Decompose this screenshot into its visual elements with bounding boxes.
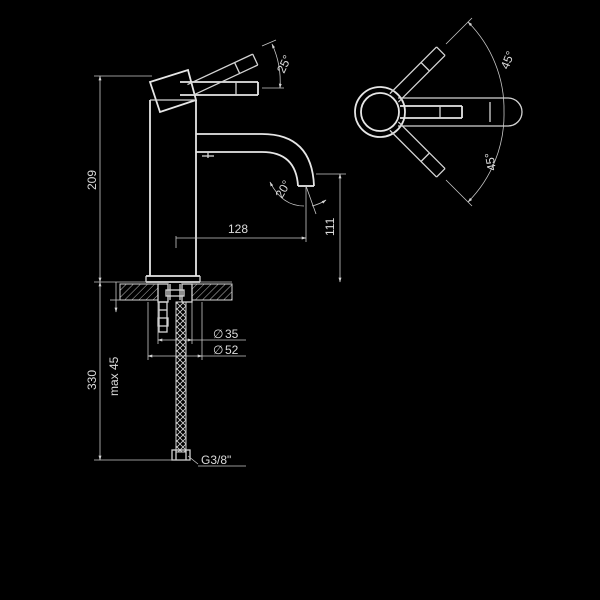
dim-height-total — [94, 75, 152, 283]
dim-spout-reach — [175, 214, 307, 248]
dim-hole-35 — [157, 302, 246, 344]
thread-label: G3/8" — [201, 453, 231, 467]
dim-hole-35-symbol: ∅ — [213, 327, 223, 341]
angle-handle-tilt-label: 25° — [274, 53, 294, 76]
top-view — [354, 17, 523, 207]
dim-hole-52 — [147, 302, 246, 360]
faucet-body — [145, 100, 201, 283]
dim-hole-52-label: 52 — [225, 343, 239, 357]
dim-spout-reach-label: 128 — [228, 222, 248, 236]
spout — [196, 133, 327, 215]
side-view: 25° 20° 128 111 — [85, 39, 346, 467]
body-top-outer — [354, 86, 406, 138]
angle-top-upper-label: 45° — [498, 49, 518, 71]
dim-max-deck-label: max 45 — [107, 356, 121, 396]
dim-height-total-label: 209 — [85, 170, 99, 190]
dim-total-length — [94, 281, 190, 461]
body-top-inner — [360, 92, 400, 132]
countertop-section — [94, 281, 233, 303]
dim-hole-35-label: 35 — [225, 327, 239, 341]
dim-hole-52-symbol: ∅ — [213, 343, 223, 357]
dim-max-deck — [110, 282, 122, 313]
lever-handle — [148, 39, 284, 114]
thread-leader — [187, 455, 246, 467]
angle-spout-label: 20° — [272, 178, 293, 201]
supply-hose — [171, 301, 191, 461]
dim-total-length-label: 330 — [85, 370, 99, 390]
dim-spout-height-label: 111 — [323, 217, 337, 236]
angle-top-lower-label: 45° — [482, 151, 499, 171]
dim-spout-height — [316, 173, 346, 283]
mounting-rod — [157, 301, 169, 333]
